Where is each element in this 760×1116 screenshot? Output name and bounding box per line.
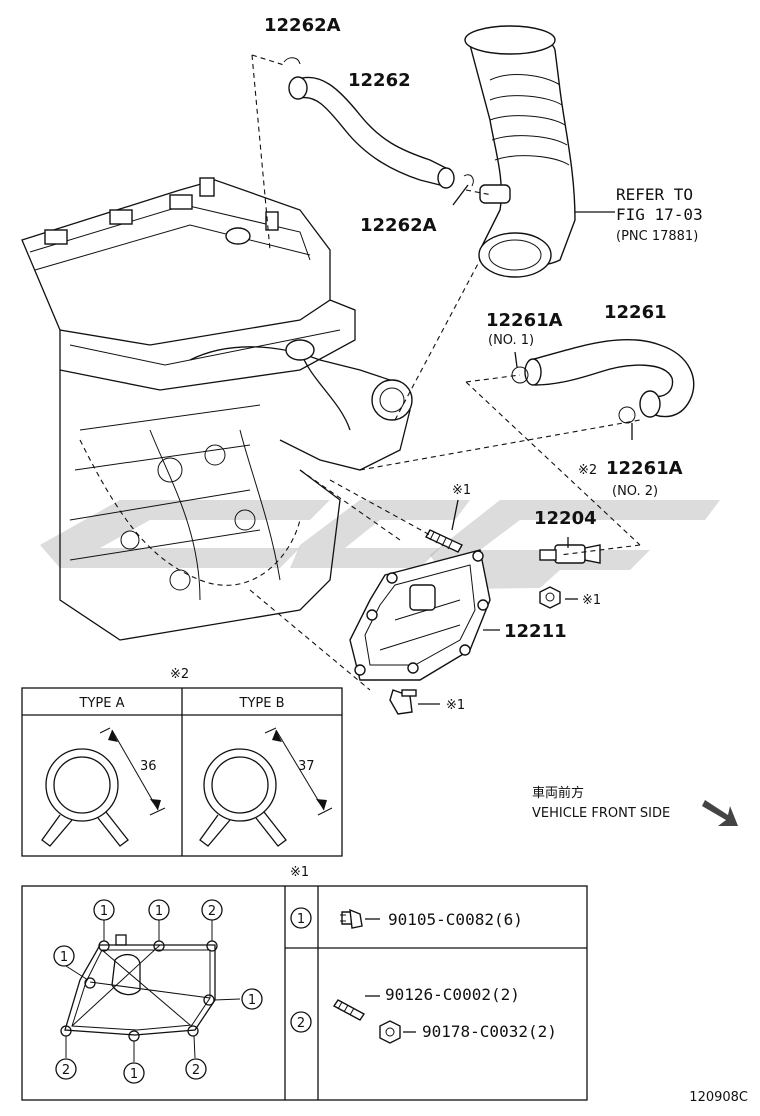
row1-part-number: 90105-C0082(6) — [388, 910, 523, 929]
type-table-mark: ※2 — [170, 667, 189, 682]
front-arrow-icon — [702, 800, 738, 826]
label-12204: 12204 — [534, 508, 597, 529]
callout-left: 1 — [60, 950, 68, 965]
label-12211: 12211 — [504, 621, 567, 642]
vehicle-front-en: VEHICLE FRONT SIDE — [532, 806, 670, 821]
cam-cap — [199, 177, 215, 197]
label-12262A-top: 12262A — [264, 15, 341, 36]
type-a-header: TYPE A — [79, 696, 125, 711]
row2-part-number-b: 90178-C0032(2) — [422, 1022, 557, 1041]
clamp-12262A-top — [283, 57, 301, 65]
label-mark1-nut: ※1 — [582, 593, 601, 608]
clamp-type-b-drawing: 37 — [199, 727, 333, 847]
fastener-table: ※1 1 1 2 1 1 2 1 — [21, 865, 588, 1101]
label-mark1-bolt: ※1 — [446, 698, 465, 713]
turbo-inlet — [285, 339, 315, 361]
label-mark2: ※2 — [578, 463, 597, 478]
vsv-12204 — [539, 544, 601, 564]
watermark-logo — [40, 500, 720, 590]
callout-top-right: 2 — [208, 904, 216, 919]
callout-bottom-mid: 1 — [130, 1067, 138, 1082]
clamp-type-a-drawing: 36 — [41, 727, 166, 847]
callout-bottom-left: 2 — [62, 1063, 70, 1078]
type-b-header: TYPE B — [239, 696, 285, 711]
vehicle-front-jp: 車両前方 — [532, 785, 584, 801]
callout-top-mid: 1 — [155, 904, 163, 919]
leader-lines — [249, 54, 641, 691]
label-12261A-no1-sub: (NO. 1) — [488, 333, 534, 348]
fastener-layout-drawing — [60, 920, 241, 1062]
ignition-coil-3 — [169, 194, 193, 210]
vehicle-front-indicator: 車両前方 VEHICLE FRONT SIDE — [532, 785, 738, 826]
refer-to-line1: REFER TO — [616, 185, 693, 204]
engine-block-illustration — [21, 177, 413, 641]
clamp-type-table: ※2 TYPE A TYPE B 36 37 — [21, 667, 343, 857]
row1-bolt-drawing — [340, 908, 363, 929]
clamp-12261A-no2 — [618, 406, 636, 424]
hose-12262 — [283, 57, 474, 189]
turbo-outlet — [371, 379, 413, 421]
label-mark1-stud: ※1 — [452, 483, 471, 498]
callout-circles: 1 1 2 1 1 2 1 2 — [53, 899, 263, 1084]
row2-number: 2 — [297, 1016, 305, 1031]
pcv-port — [225, 227, 251, 245]
ignition-coil-2 — [109, 209, 133, 225]
label-12261A-no2-sub: (NO. 2) — [612, 484, 658, 499]
row2-nut-drawing — [379, 1020, 401, 1044]
ignition-coil-1 — [44, 229, 68, 245]
row1-number: 1 — [297, 912, 305, 927]
refer-to-line3: (PNC 17881) — [616, 229, 698, 244]
intake-nipple — [479, 184, 511, 204]
dim-type-a: 36 — [140, 759, 157, 774]
figure-id: 120908C — [689, 1090, 748, 1105]
bracket-12211 — [349, 549, 491, 681]
label-12261: 12261 — [604, 302, 667, 323]
flange-bolt — [389, 689, 417, 715]
solid-leaders — [418, 184, 633, 705]
breather-port — [265, 211, 279, 231]
clamp-12262A-mid — [463, 174, 474, 187]
label-12262: 12262 — [348, 70, 411, 91]
row2-stud-drawing — [332, 999, 366, 1021]
nut — [539, 586, 561, 609]
dim-type-b: 37 — [298, 759, 315, 774]
refer-to-line2: FIG 17-03 — [616, 205, 703, 224]
callout-right: 1 — [248, 993, 256, 1008]
stud-bolt — [425, 529, 463, 553]
air-intake-hose — [464, 25, 576, 278]
label-12261A-no2: 12261A — [606, 458, 683, 479]
callout-bottom-right: 2 — [192, 1063, 200, 1078]
label-12262A-mid: 12262A — [360, 215, 437, 236]
clamp-12261A-no1 — [511, 366, 529, 384]
label-12261A-no1: 12261A — [486, 310, 563, 331]
part-labels: 12262A 12262 12262A REFER TO FIG 17-03 (… — [264, 15, 703, 713]
row2-part-number-a: 90126-C0002(2) — [385, 985, 520, 1004]
hose-12261 — [511, 338, 695, 424]
callout-top-left: 1 — [100, 904, 108, 919]
fastener-table-mark: ※1 — [290, 865, 309, 880]
